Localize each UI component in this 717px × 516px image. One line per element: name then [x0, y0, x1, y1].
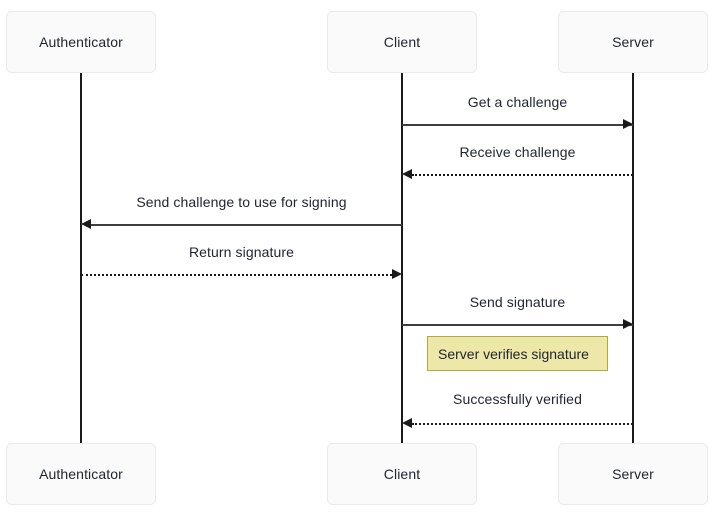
actor-box-authenticator-bottom[interactable]: Authenticator	[6, 443, 156, 505]
actor-box-client-bottom[interactable]: Client	[327, 443, 477, 505]
arrowhead-left-icon-6	[402, 418, 412, 428]
message-line-6	[412, 423, 633, 425]
message-label-2: Receive challenge	[459, 144, 576, 160]
lifeline-client	[401, 73, 403, 443]
message-line-2	[412, 174, 633, 176]
message-line-1	[402, 124, 633, 126]
actor-label-server-top: Server	[612, 34, 654, 50]
actor-box-server-bottom[interactable]: Server	[558, 443, 708, 505]
actor-box-server-top[interactable]: Server	[558, 11, 708, 73]
lifeline-authenticator	[80, 73, 82, 443]
message-line-3	[91, 224, 402, 226]
arrowhead-right-icon-4	[392, 269, 402, 279]
message-label-1: Get a challenge	[467, 94, 568, 110]
actor-label-server-bottom: Server	[612, 466, 654, 482]
message-label-6: Successfully verified	[453, 391, 582, 407]
message-label-5: Send signature	[469, 294, 566, 310]
actor-label-authenticator-bottom: Authenticator	[39, 466, 123, 482]
message-label-4: Return signature	[188, 244, 295, 260]
actor-box-authenticator-top[interactable]: Authenticator	[6, 11, 156, 73]
message-label-3: Send challenge to use for signing	[136, 194, 347, 210]
arrowhead-right-icon-1	[623, 119, 633, 129]
actor-label-client-bottom: Client	[383, 466, 421, 482]
actor-box-client-top[interactable]: Client	[327, 11, 477, 73]
message-line-5	[402, 324, 633, 326]
arrowhead-left-icon-2	[402, 169, 412, 179]
note-text-server-verifies: Server verifies signature	[438, 345, 589, 362]
note-server-verifies[interactable]: Server verifies signature	[427, 336, 608, 371]
arrowhead-right-icon-5	[623, 319, 633, 329]
message-line-4	[81, 274, 392, 276]
arrowhead-left-icon-3	[81, 219, 91, 229]
lifeline-server	[632, 73, 634, 443]
actor-label-client-top: Client	[383, 34, 421, 50]
actor-label-authenticator-top: Authenticator	[39, 34, 123, 50]
